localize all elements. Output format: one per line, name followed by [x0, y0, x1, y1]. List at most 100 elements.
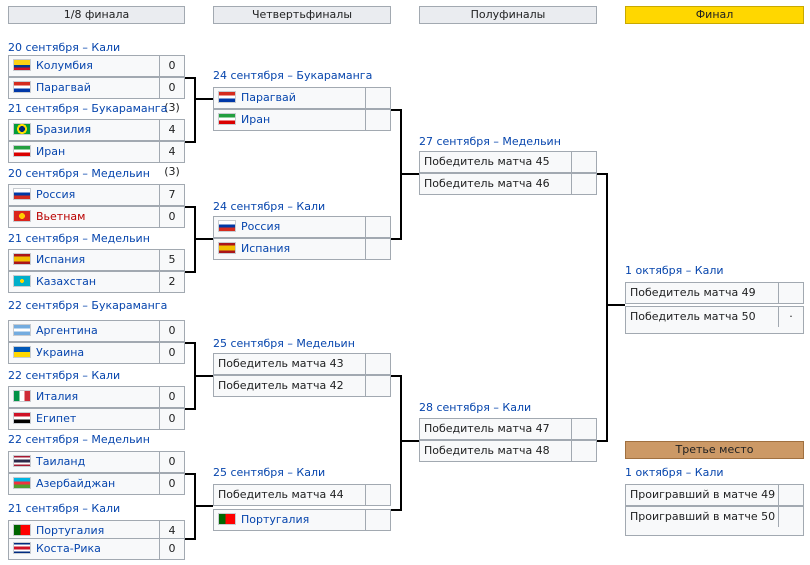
team-score: 0 — [159, 387, 184, 407]
team-score: 0 — [159, 452, 184, 472]
team-name-text: Вьетнам — [36, 210, 86, 223]
team-name-link[interactable]: Иран — [13, 142, 65, 162]
team-name-text: Победитель матча 43 — [218, 357, 344, 370]
team-name-link[interactable]: Испания — [13, 250, 85, 270]
team-row: Египет 0 — [8, 408, 185, 430]
flag-spain-icon — [218, 242, 236, 254]
team-name-text: Колумбия — [36, 59, 93, 72]
team-name-link[interactable]: Колумбия — [13, 56, 93, 76]
flag-russia-icon — [218, 220, 236, 232]
team-score: 4 (3) — [159, 142, 184, 178]
team-score: 0 — [159, 321, 184, 341]
team-score: 0 (3) — [159, 78, 184, 114]
team-row: Победитель матча 48 — [419, 440, 597, 462]
bracket-connector-line — [391, 375, 401, 377]
flag-paraguay-icon — [13, 81, 31, 93]
flag-colombia-icon — [13, 59, 31, 71]
flag-costarica-icon — [13, 542, 31, 554]
team-name-text: Победитель матча 42 — [218, 379, 344, 392]
team-name-link[interactable]: Аргентина — [13, 321, 98, 341]
flag-iran-icon — [13, 145, 31, 157]
team-row: Победитель матча 46 — [419, 173, 597, 195]
team-name-link[interactable]: Бразилия — [13, 120, 91, 140]
flag-paraguay-icon — [218, 91, 236, 103]
team-name-text: Победитель матча 48 — [424, 444, 550, 457]
match-date: 22 сентября – Букараманга — [8, 299, 168, 312]
team-row: Испания — [213, 238, 391, 260]
bracket-connector-line — [597, 173, 607, 175]
team-row: Португалия — [213, 509, 391, 531]
team-name-link[interactable]: Россия — [13, 185, 75, 205]
team-score: · — [778, 307, 803, 327]
team-name-text: Иран — [36, 145, 66, 158]
team-score — [365, 88, 390, 108]
team-score: 4 — [159, 521, 184, 541]
team-name-link[interactable]: Парагвай — [218, 88, 296, 108]
team-name-link[interactable]: Португалия — [218, 510, 309, 530]
match-date: 25 сентября – Медельин — [213, 337, 355, 350]
team-score: 0 — [159, 207, 184, 227]
bracket-connector-line — [185, 141, 195, 143]
bracket-connector-line — [194, 77, 196, 143]
team-name: Победитель матча 45 — [424, 152, 550, 172]
header-quarterfinals: Четвертьфиналы — [213, 6, 391, 24]
team-row: Проигравший в матче 49 — [625, 484, 804, 506]
team-row: Победитель матча 44 — [213, 484, 391, 506]
team-row: Вьетнам 0 — [8, 206, 185, 228]
team-score — [365, 239, 390, 259]
team-score: 0 — [159, 474, 184, 494]
flag-italy-icon — [13, 390, 31, 402]
team-name-link[interactable]: Украина — [13, 343, 84, 363]
match-date: 20 сентября – Кали — [8, 41, 121, 54]
team-name: Победитель матча 42 — [218, 376, 344, 396]
team-row: Иран 4 (3) — [8, 141, 185, 178]
team-name: Победитель матча 50 — [630, 307, 756, 327]
team-name-text: Победитель матча 49 — [630, 286, 756, 299]
team-name-link[interactable]: Египет — [13, 409, 76, 429]
team-name-link[interactable]: Россия — [218, 217, 280, 237]
team-name-text: Россия — [241, 220, 281, 233]
bracket-connector-line — [194, 375, 213, 377]
match-date: 25 сентября – Кали — [213, 466, 326, 479]
team-score: 0 — [159, 409, 184, 429]
team-name-link[interactable]: Азербайджан — [13, 474, 115, 494]
match-date: 22 сентября – Кали — [8, 369, 121, 382]
team-name-text: Россия — [36, 188, 76, 201]
team-name-link[interactable]: Коста-Рика — [13, 539, 101, 559]
bracket-connector-line — [185, 538, 195, 540]
team-name: Победитель матча 46 — [424, 174, 550, 194]
flag-thailand-icon — [13, 455, 31, 467]
team-name-link[interactable]: Португалия — [13, 521, 104, 541]
team-name-link[interactable]: Италия — [13, 387, 78, 407]
flag-argentina-icon — [13, 324, 31, 336]
team-score — [365, 485, 390, 505]
bracket-connector-line — [185, 408, 195, 410]
bracket-connector-line — [185, 206, 195, 208]
team-name-link[interactable]: Вьетнам — [13, 207, 85, 227]
team-name-link[interactable]: Парагвай — [13, 78, 91, 98]
flag-spain-icon — [13, 253, 31, 265]
team-name: Победитель матча 44 — [218, 485, 344, 505]
team-name-link[interactable]: Таиланд — [13, 452, 85, 472]
team-name-link[interactable]: Испания — [218, 239, 290, 259]
team-score — [778, 507, 803, 527]
team-name-text: Победитель матча 46 — [424, 177, 550, 190]
flag-portugal-icon — [13, 524, 31, 536]
match-date: 1 октября – Кали — [625, 264, 724, 277]
team-score: 4 (2) — [159, 120, 184, 156]
bracket-connector-line — [391, 509, 401, 511]
flag-ukraine-icon — [13, 346, 31, 358]
team-name-text: Таиланд — [36, 455, 86, 468]
team-name-link[interactable]: Иран — [218, 110, 270, 130]
team-row: Иран — [213, 109, 391, 131]
team-score — [778, 485, 803, 505]
bracket-connector-line — [194, 505, 213, 507]
match-date: 21 сентября – Медельин — [8, 232, 150, 245]
team-row: Победитель матча 47 — [419, 418, 597, 440]
flag-egypt-icon — [13, 412, 31, 424]
team-name: Проигравший в матче 49 — [630, 485, 775, 505]
team-name-link[interactable]: Казахстан — [13, 272, 96, 292]
